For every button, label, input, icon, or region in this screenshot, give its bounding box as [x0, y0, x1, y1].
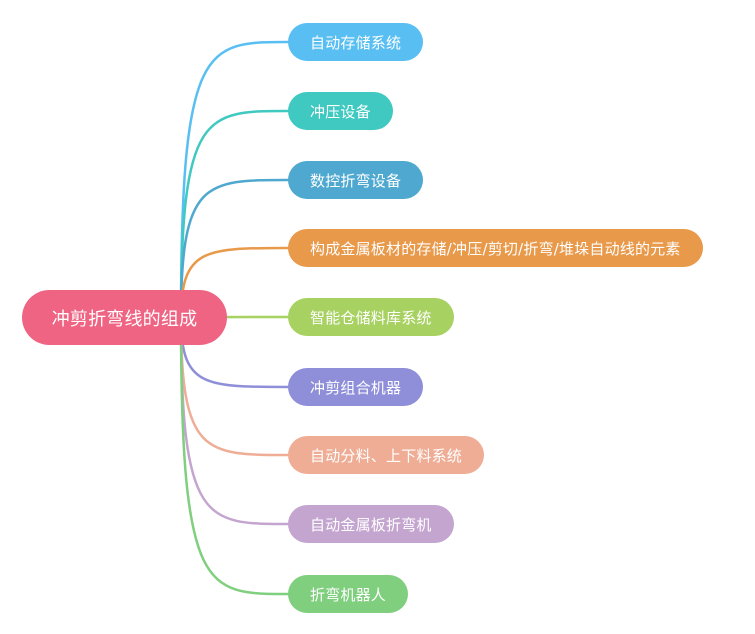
root-node[interactable]: 冲剪折弯线的组成	[22, 290, 227, 345]
branch-node-cnc-bending[interactable]: 数控折弯设备	[288, 161, 424, 199]
branch-node-auto-bender[interactable]: 自动金属板折弯机	[288, 505, 454, 543]
connector-line	[179, 316, 290, 526]
branch-node-line-elements[interactable]: 构成金属板材的存储/冲压/剪切/折弯/堆垛自动线的元素	[288, 229, 703, 267]
branch-node-auto-loading[interactable]: 自动分料、上下料系统	[288, 436, 485, 474]
branch-node-smart-warehouse[interactable]: 智能仓储料库系统	[288, 298, 454, 336]
connector-line	[179, 40, 290, 320]
branch-node-punch-shear-machine[interactable]: 冲剪组合机器	[288, 368, 424, 406]
connector-line	[179, 178, 290, 320]
connector-line	[179, 109, 290, 320]
branch-node-stamping-equipment[interactable]: 冲压设备	[288, 92, 393, 130]
branch-node-bending-robot[interactable]: 折弯机器人	[288, 575, 409, 613]
branch-node-auto-storage[interactable]: 自动存储系统	[288, 23, 424, 61]
connector-line	[179, 316, 290, 596]
